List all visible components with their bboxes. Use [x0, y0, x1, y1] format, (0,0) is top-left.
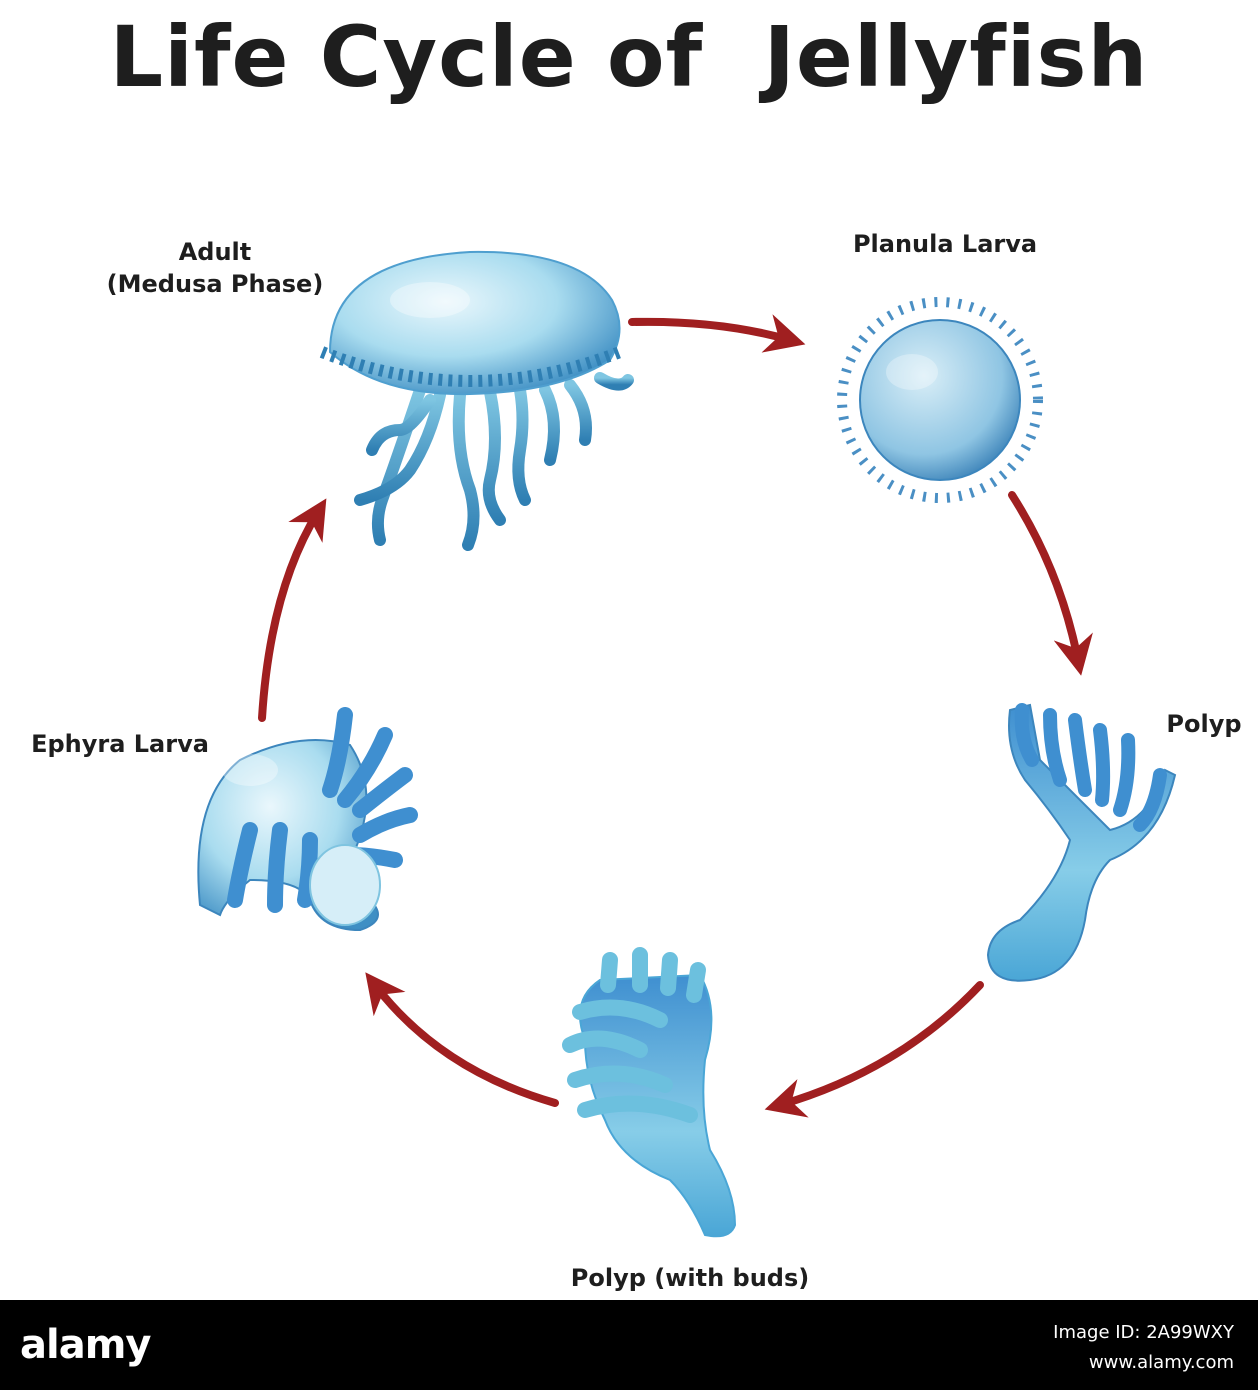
label-polyp-with-buds: Polyp (with buds) [570, 1264, 810, 1292]
alamy-logo: alamy [20, 1322, 151, 1368]
ephyra-larva-illustration [197, 707, 418, 932]
arrow-polyp-to-polyp-buds [764, 981, 984, 1118]
arrow-planula-to-polyp [1008, 491, 1093, 676]
label-ephyra-larva: Ephyra Larva [31, 730, 209, 758]
label-polyp: Polyp [1166, 710, 1242, 738]
arrow-polyp-buds-to-ephyra [365, 972, 559, 1107]
arrow-adult-to-planula [628, 314, 806, 353]
image-id-text: Image ID: 2A99WXY [1053, 1322, 1234, 1343]
adult-medusa-illustration [319, 250, 634, 551]
footer-watermark-bar: alamy Image ID: 2A99WXY www.alamy.com [0, 1300, 1258, 1390]
label-adult-line1: Adult [178, 238, 252, 266]
label-planula-larva: Planula Larva [852, 230, 1038, 258]
cycle-arrows [258, 314, 1093, 1118]
life-cycle-diagram [197, 250, 1177, 1238]
planula-larva-illustration [837, 297, 1043, 503]
polyp-illustration [986, 703, 1177, 982]
label-adult-line2: (Medusa Phase) [106, 270, 324, 298]
polyp-with-buds-illustration [562, 947, 737, 1238]
label-adult: Adult (Medusa Phase) [80, 236, 350, 300]
arrow-ephyra-to-adult [258, 498, 327, 722]
diagram-title: Life Cycle of Jellyfish [109, 8, 1149, 106]
site-url-text: www.alamy.com [1088, 1352, 1234, 1373]
